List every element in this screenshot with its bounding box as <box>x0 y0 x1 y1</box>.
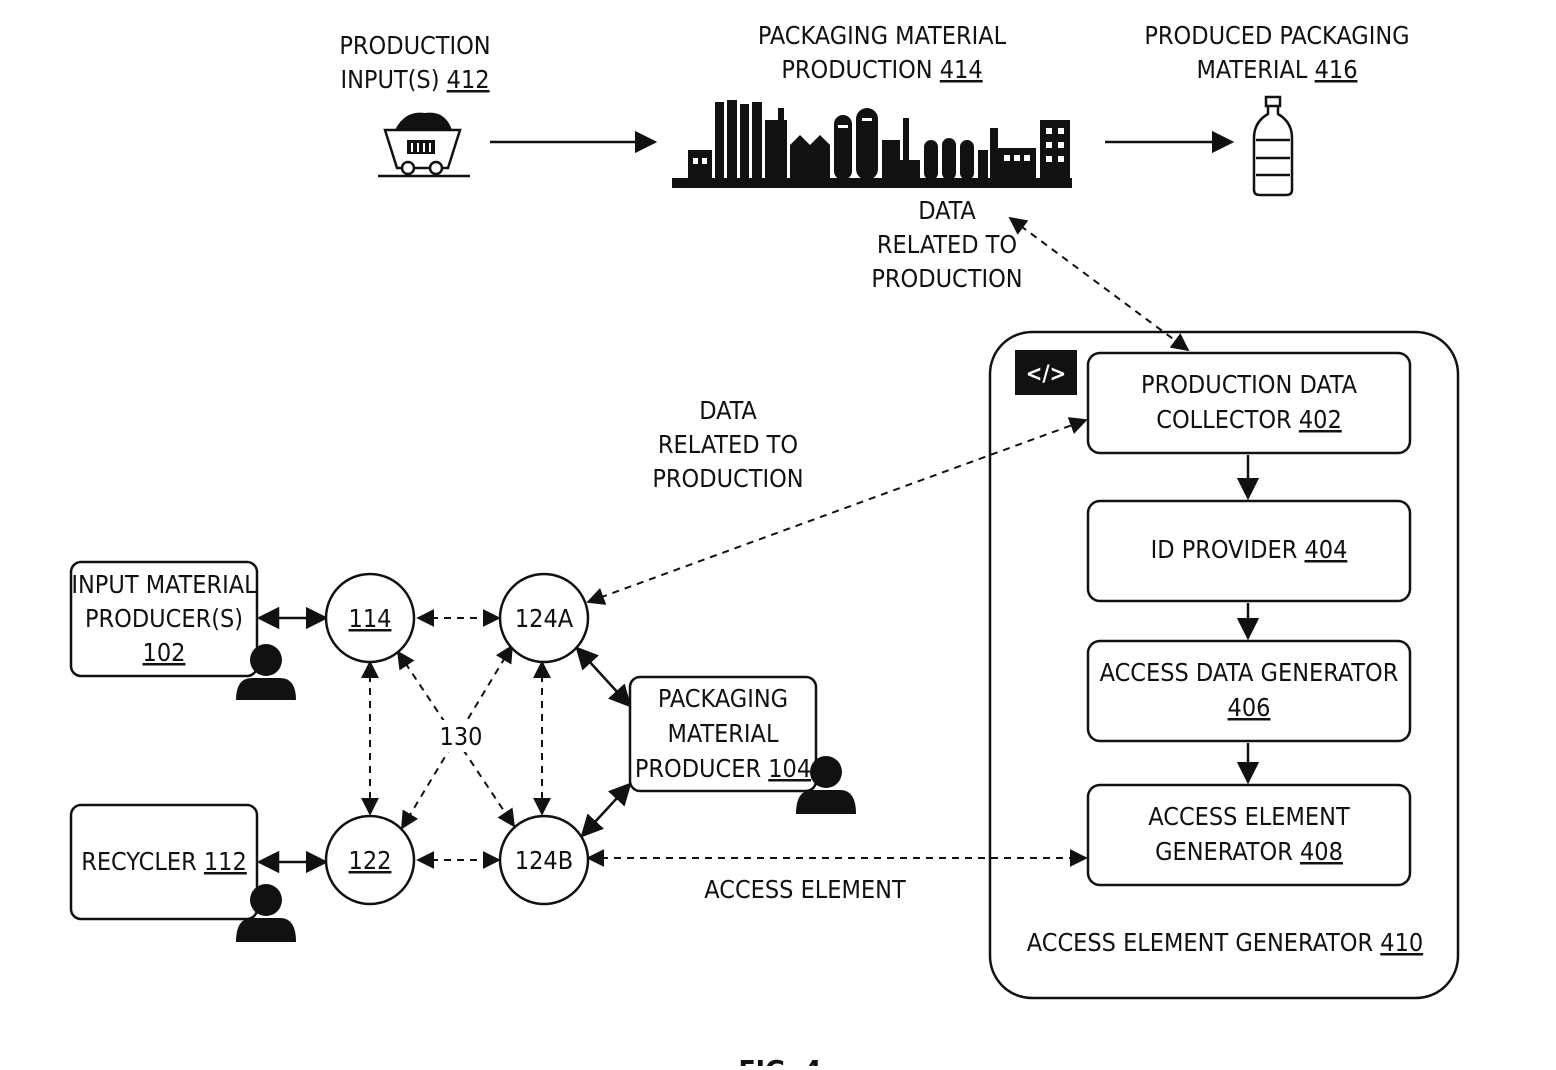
access-element-gen-line1: ACCESS ELEMENT <box>1148 802 1350 831</box>
packaging-material-producer-box: PACKAGING MATERIAL PRODUCER 104 <box>630 677 816 791</box>
imp-ref: 102 <box>143 638 186 667</box>
recycler-box: RECYCLER 112 <box>71 805 257 919</box>
production-input-label-line1: PRODUCTION <box>339 31 490 60</box>
data-label-top-line3: PRODUCTION <box>871 264 1022 293</box>
input-material-producer-box: INPUT MATERIAL PRODUCER(S) 102 <box>71 562 257 676</box>
data-related-label-top: DATA RELATED TO PRODUCTION <box>871 196 1022 293</box>
pmp-line3: PRODUCER 104 <box>635 754 811 783</box>
access-element-generator-410: </> PRODUCTION DATA COLLECTOR 402 ID PRO… <box>990 332 1458 998</box>
production-input-label-line2: INPUT(S) 412 <box>340 65 489 94</box>
node-122: 122 <box>326 816 414 904</box>
data-label-top-line2: RELATED TO <box>877 230 1017 259</box>
access-data-line1: ACCESS DATA GENERATOR <box>1100 658 1399 687</box>
node-114: 114 <box>326 574 414 662</box>
data-label-mid-line3: PRODUCTION <box>652 464 803 493</box>
node-124b: 124B <box>500 816 588 904</box>
recycler-label: RECYCLER 112 <box>81 847 247 876</box>
bottle-icon <box>1254 97 1292 195</box>
block-access-element-generator <box>1088 785 1410 885</box>
id-provider-line1: ID PROVIDER 404 <box>1151 535 1348 564</box>
node-124a-label: 124A <box>515 604 574 633</box>
block-production-data-collector <box>1088 353 1410 453</box>
pmp-line1: PACKAGING <box>658 684 788 713</box>
access-element-label: ACCESS ELEMENT <box>704 875 906 904</box>
arrow-124a-to-104 <box>577 648 630 706</box>
figure-caption: FIG. 4 <box>738 1054 821 1066</box>
packaging-production-group: PACKAGING MATERIAL PRODUCTION 414 <box>672 21 1072 188</box>
mining-cart-icon <box>378 113 470 176</box>
arrow-124b-to-104 <box>582 784 630 836</box>
data-related-label-middle: DATA RELATED TO PRODUCTION <box>652 396 803 493</box>
block-access-data-generator <box>1088 641 1410 741</box>
node-114-label: 114 <box>349 604 392 633</box>
imp-line2: PRODUCER(S) <box>85 604 243 633</box>
node-124a: 124A <box>500 574 588 662</box>
node-122-label: 122 <box>349 846 392 875</box>
data-label-mid-line2: RELATED TO <box>658 430 798 459</box>
packaging-production-label-line1: PACKAGING MATERIAL <box>758 21 1007 50</box>
code-glyph: </> <box>1026 362 1066 387</box>
factory-skyline-icon <box>672 100 1072 188</box>
node-124b-label: 124B <box>515 846 573 875</box>
pmp-line2: MATERIAL <box>668 719 779 748</box>
network-label-130: 130 <box>440 722 483 751</box>
dashed-arrow-production-to-collector <box>1010 218 1188 350</box>
access-element-gen-line2: GENERATOR 408 <box>1155 837 1343 866</box>
collector-line2: COLLECTOR 402 <box>1156 405 1342 434</box>
produced-packaging-label-line2: MATERIAL 416 <box>1196 55 1357 84</box>
production-input-group: PRODUCTION INPUT(S) 412 <box>339 31 490 176</box>
data-label-top-line1: DATA <box>918 196 976 225</box>
collector-line1: PRODUCTION DATA <box>1141 370 1358 399</box>
produced-packaging-group: PRODUCED PACKAGING MATERIAL 416 <box>1144 21 1409 195</box>
data-label-mid-line1: DATA <box>699 396 757 425</box>
generator-caption: ACCESS ELEMENT GENERATOR 410 <box>1027 928 1423 957</box>
imp-line1: INPUT MATERIAL <box>71 570 257 599</box>
code-brackets-icon: </> <box>1015 350 1077 395</box>
packaging-production-label-line2: PRODUCTION 414 <box>781 55 982 84</box>
access-data-line2: 406 <box>1228 693 1271 722</box>
produced-packaging-label-line1: PRODUCED PACKAGING <box>1144 21 1409 50</box>
